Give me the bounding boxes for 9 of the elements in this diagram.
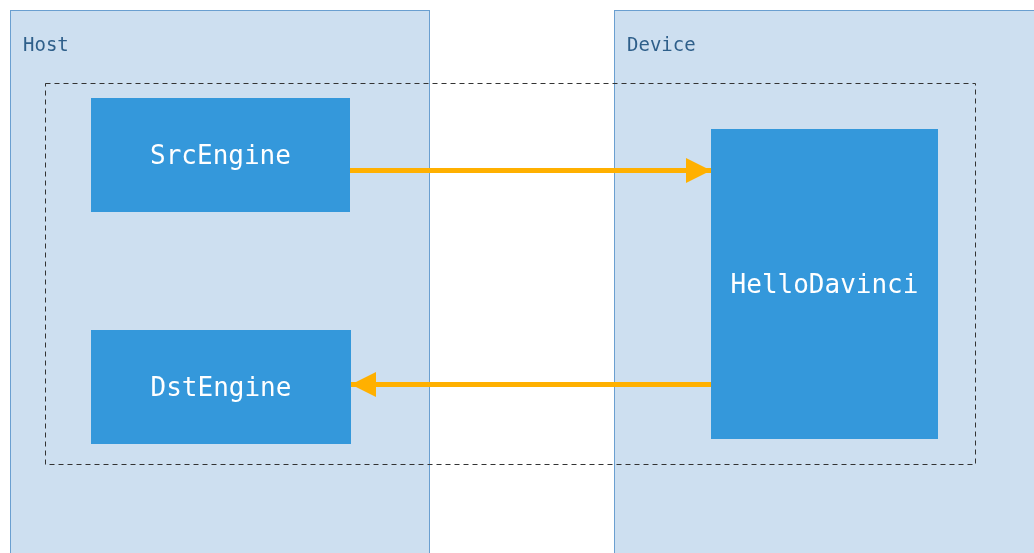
process-box: DstEngine	[91, 330, 351, 444]
group-panel	[10, 10, 430, 553]
process-box: HelloDavinci	[711, 129, 938, 439]
group-title: Host	[23, 33, 69, 55]
group-title: Device	[627, 33, 696, 55]
arrow	[350, 158, 711, 183]
process-box: SrcEngine	[91, 98, 350, 212]
arrow	[351, 372, 711, 397]
group-panel	[614, 10, 1034, 553]
